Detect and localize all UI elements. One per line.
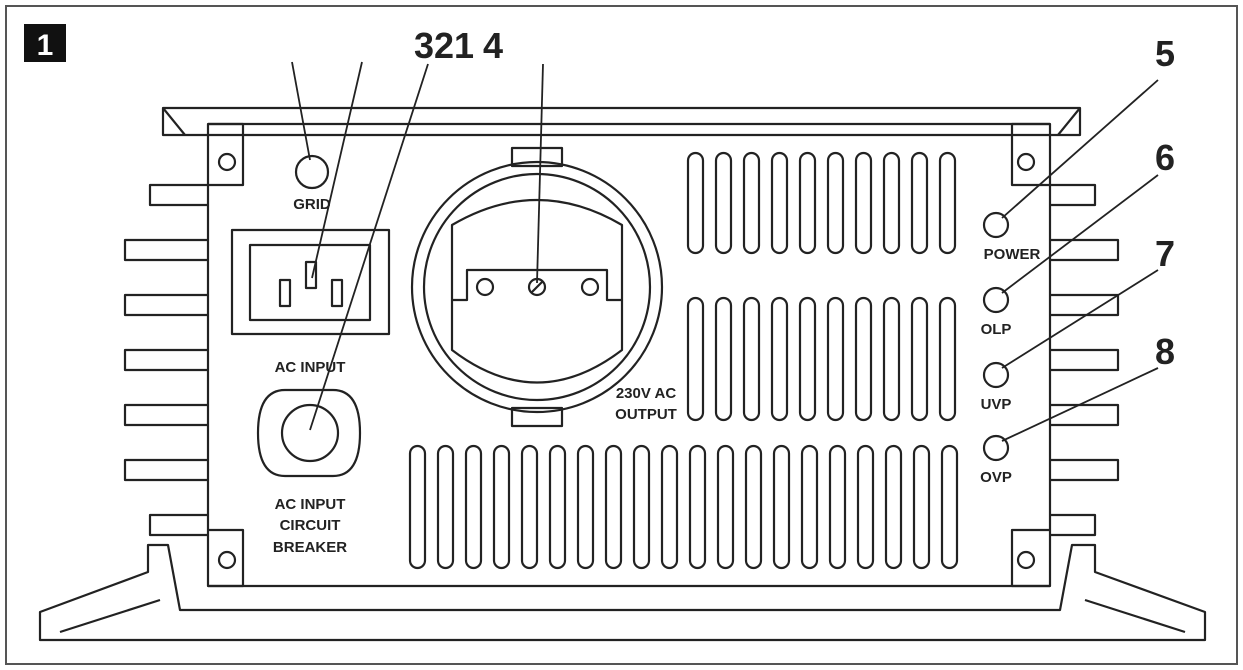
corner-screws [208,122,1050,588]
figure-badge [24,24,66,62]
callout-8: 8 [1155,331,1175,372]
vent-slots-lower [408,444,959,570]
base-flange [38,543,1207,642]
circuit-breaker [256,388,362,478]
ovp-led-icon [982,434,1010,462]
breaker-label-line2: CIRCUIT [280,517,341,534]
grid-led-icon [294,154,330,190]
breaker-label-line1: AC INPUT [275,496,346,513]
callout-6: 6 [1155,137,1175,178]
right-heat-fins [1050,183,1120,537]
ovp-label: OVP [980,469,1012,486]
output-label-line1: 230V AC [616,385,676,402]
vent-slots-middle [686,296,957,422]
olp-label: OLP [981,321,1012,338]
leader-lines [291,61,1159,442]
schuko-output-socket [410,146,664,428]
top-rail [161,106,1082,137]
power-led-icon [982,211,1010,239]
left-heat-fins [123,183,208,537]
base-flange-edge [59,598,1186,634]
breaker-label-line3: BREAKER [273,539,347,556]
callout-321: 321 [414,25,474,66]
olp-led-icon [982,286,1010,314]
output-label-line2: OUTPUT [615,406,677,423]
callout-7: 7 [1155,233,1175,274]
figure-number: 1 [37,29,54,62]
front-panel [206,122,1052,588]
grid-label: GRID [293,196,331,213]
power-label: POWER [984,246,1041,263]
top-rail-edge [162,107,1081,136]
vent-slots-upper [686,151,957,255]
ac-input-socket [230,228,391,336]
ac-input-label: AC INPUT [275,359,346,376]
uvp-led-icon [982,361,1010,389]
callout-5: 5 [1155,33,1175,74]
uvp-label: UVP [981,396,1012,413]
callout-4: 4 [483,25,503,66]
